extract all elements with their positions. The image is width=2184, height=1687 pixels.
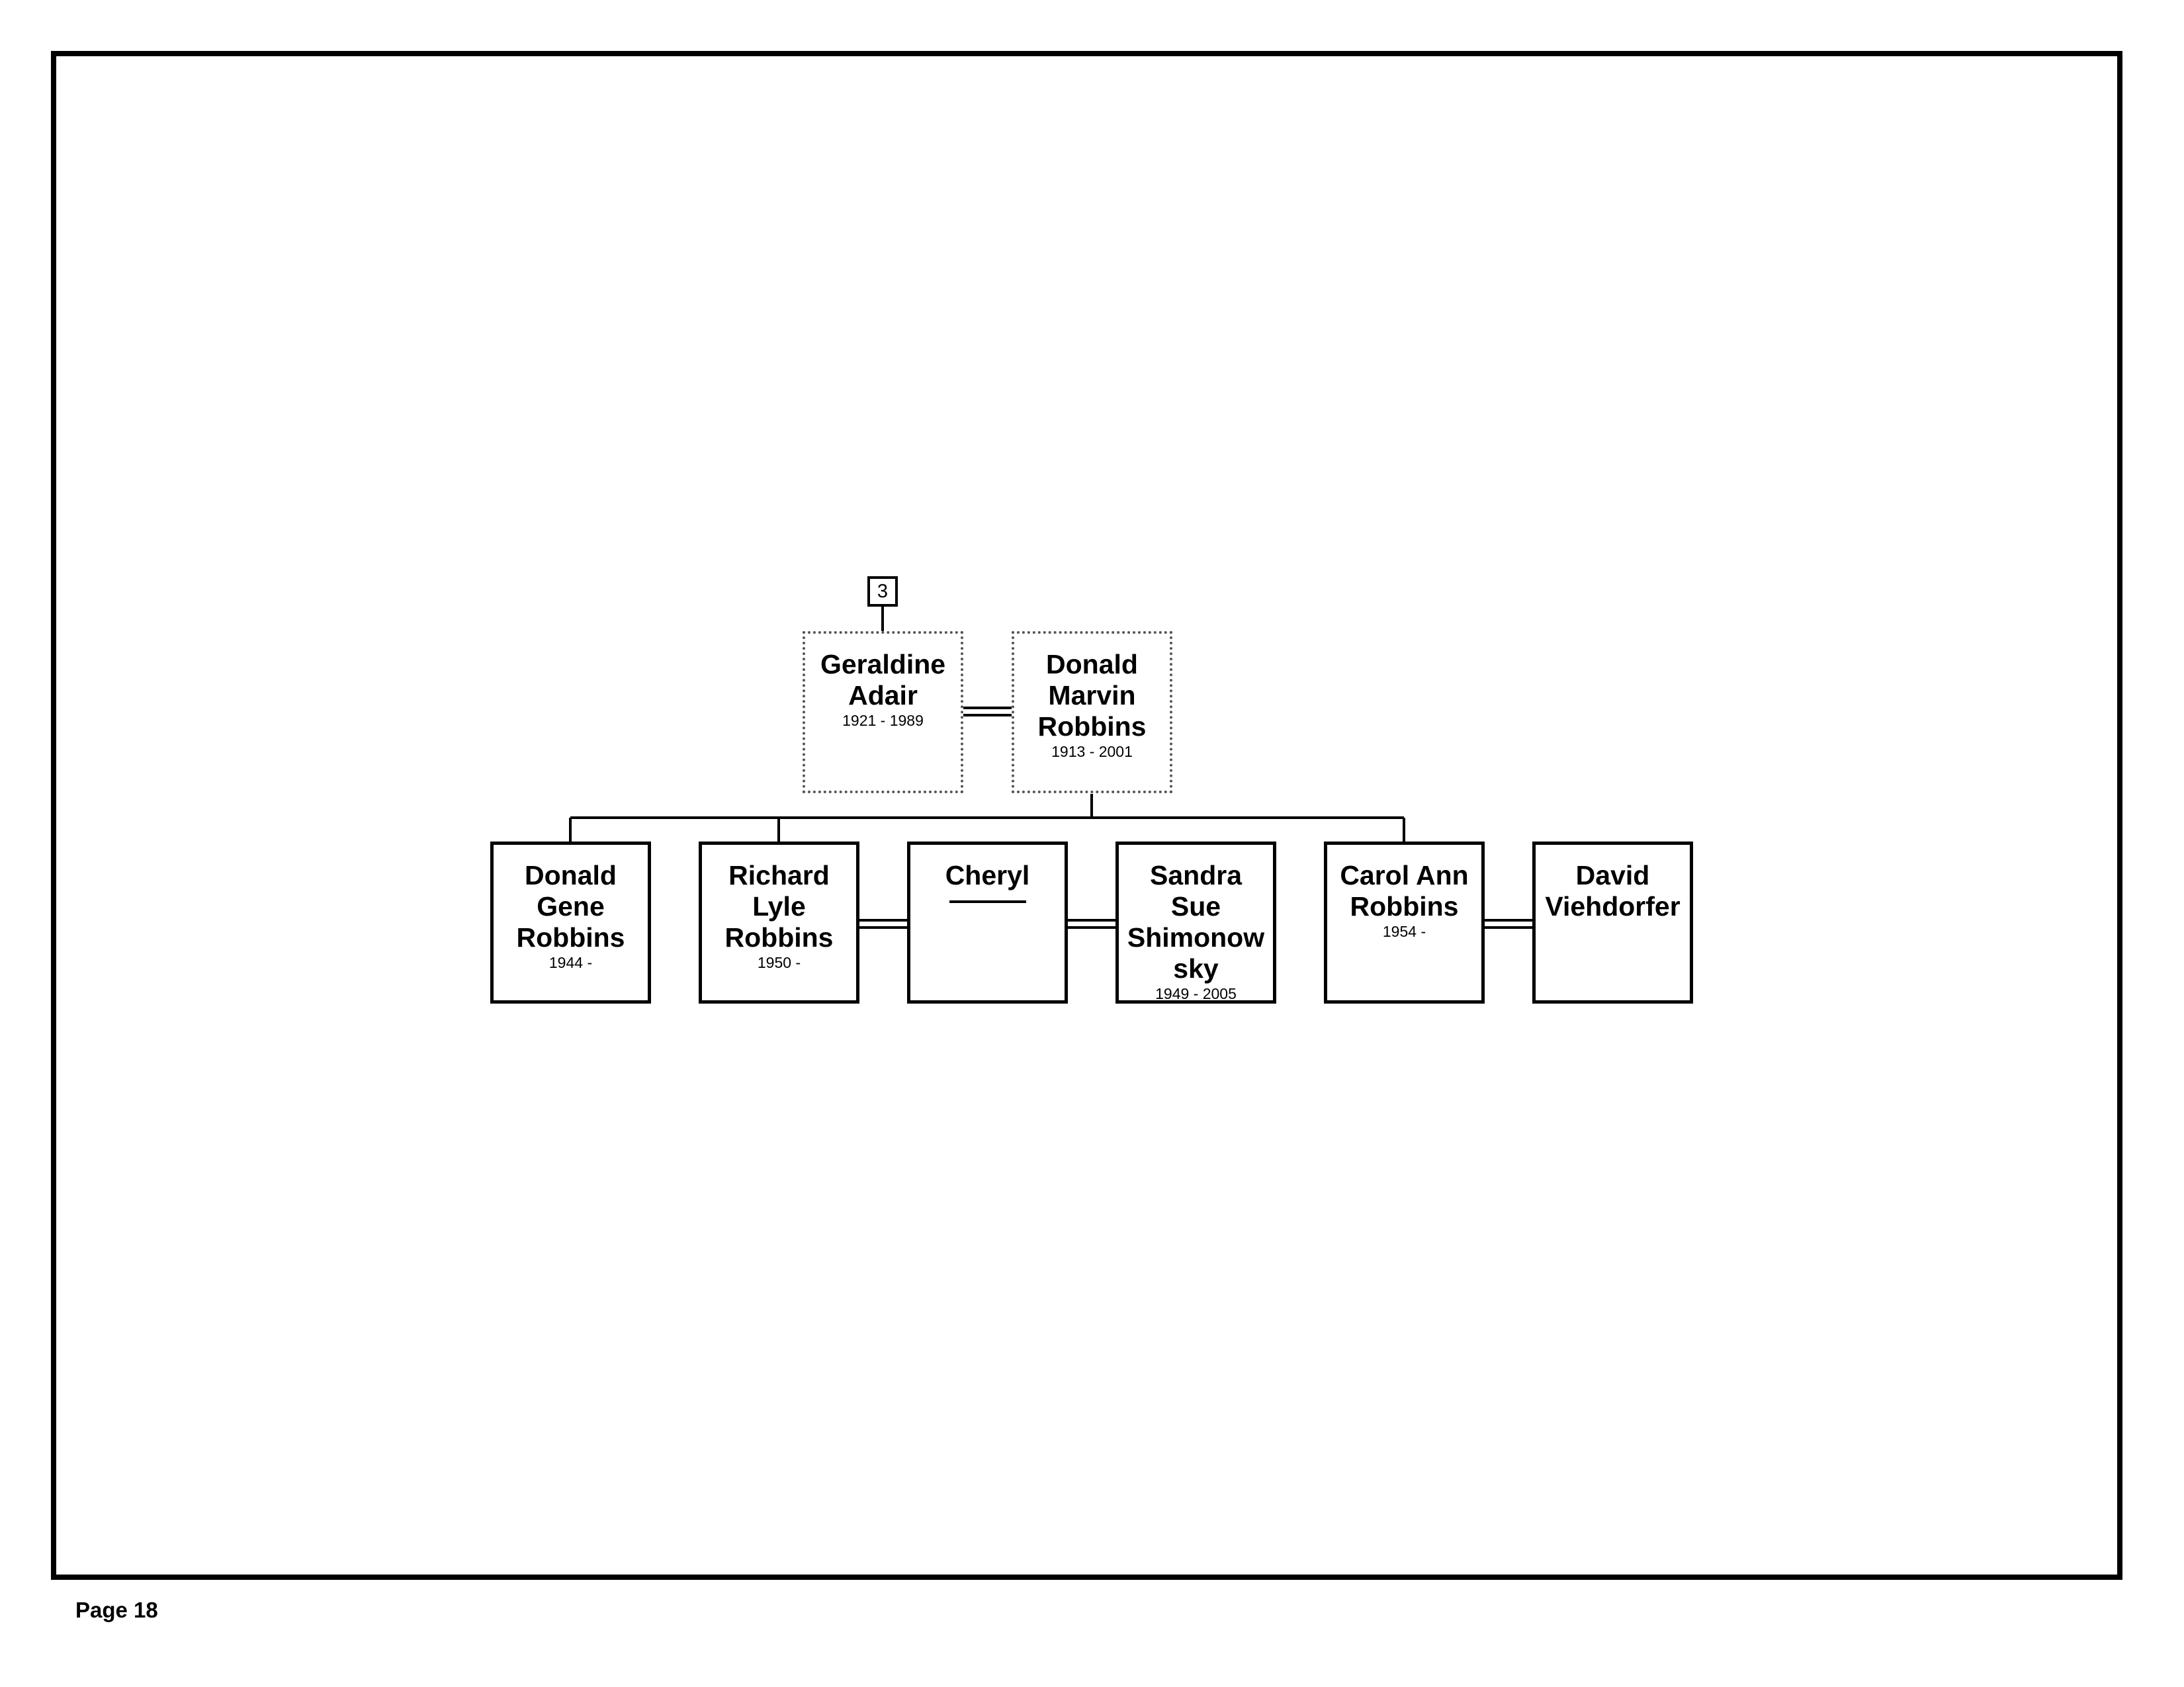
person-name: Geraldine Adair	[820, 649, 946, 711]
person-box-richard-lyle-robbins[interactable]: Richard Lyle Robbins 1950 -	[699, 842, 859, 1004]
person-box-carol-ann-robbins[interactable]: Carol Ann Robbins 1954 -	[1324, 842, 1485, 1004]
person-box-sandra-sue-shimonowsky[interactable]: Sandra Sue Shimonowsky 1949 - 2005	[1115, 842, 1276, 1004]
person-name: David Viehdorfer	[1545, 860, 1681, 922]
person-box-donald-gene-robbins[interactable]: Donald Gene Robbins 1944 -	[490, 842, 651, 1004]
person-name: Carol Ann Robbins	[1340, 860, 1469, 922]
page-number: Page 18	[75, 1598, 158, 1622]
person-dates: 1954 -	[1382, 923, 1426, 940]
person-name: Donald Marvin Robbins	[1037, 649, 1147, 742]
person-dates: 1949 - 2005	[1155, 985, 1237, 1002]
person-name: Donald Gene Robbins	[516, 860, 625, 953]
ancestor-reference-box[interactable]: 3	[867, 576, 898, 607]
person-dates: 1950 -	[757, 954, 801, 971]
person-box-david-viehdorfer[interactable]: David Viehdorfer	[1532, 842, 1693, 1004]
person-box-geraldine-adair[interactable]: Geraldine Adair 1921 - 1989	[803, 631, 963, 793]
person-dates: 1944 -	[548, 954, 593, 971]
person-box-cheryl[interactable]: Cheryl	[907, 842, 1068, 1004]
person-name: Cheryl	[945, 860, 1030, 890]
page-frame	[51, 51, 2122, 1580]
person-name: Sandra Sue Shimonowsky	[1127, 860, 1265, 984]
person-box-donald-marvin-robbins[interactable]: Donald Marvin Robbins 1913 - 2001	[1012, 631, 1172, 793]
person-dates: 1921 - 1989	[842, 712, 924, 729]
person-dates: 1913 - 2001	[1051, 743, 1133, 760]
unknown-surname-line	[949, 900, 1026, 903]
person-name: Richard Lyle Robbins	[724, 860, 834, 953]
